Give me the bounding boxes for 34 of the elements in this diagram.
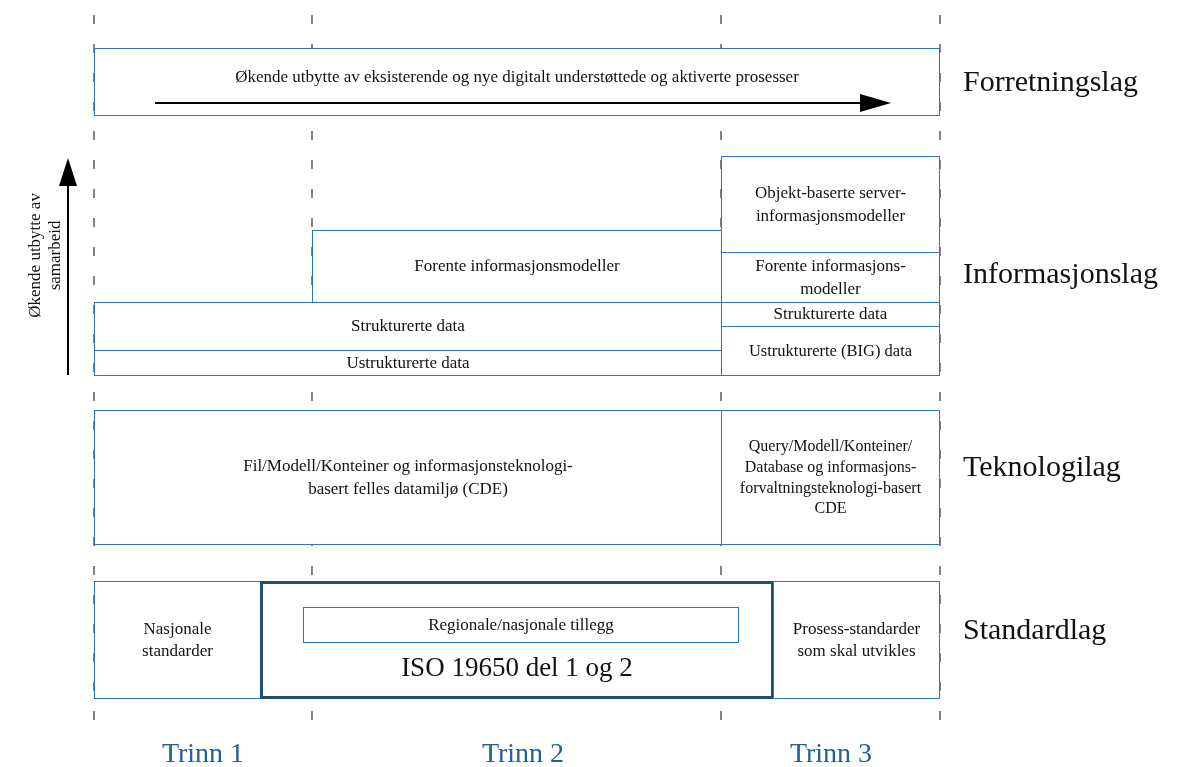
step-label: Trinn 3 <box>789 737 873 767</box>
layer-box <box>94 410 722 545</box>
layer-box <box>94 581 261 699</box>
layer-box <box>94 48 940 116</box>
layer-box <box>721 156 940 253</box>
box-label: Query/Modell/Konteiner/ Database og informasjons-forvaltningsteknologi-basert CDE <box>738 435 923 519</box>
step-label: Trinn 2 <box>481 737 565 767</box>
box-label: Prosess-standarder som skal utvikles <box>791 617 922 662</box>
standard-frame <box>260 581 774 699</box>
box-label: Ustrukturerte (BIG) data <box>748 340 913 362</box>
box-label: Regionale/nasjonale tillegg <box>428 613 614 636</box>
box-label: Forente informasjonsmodeller <box>414 255 620 278</box>
box-label: Strukturerte data <box>351 315 465 338</box>
layer-box <box>312 230 722 303</box>
axis-label: Økende utbytte av samarbeid <box>24 192 65 320</box>
box-label: Ustrukturerte data <box>346 351 470 374</box>
layer-box <box>94 302 722 351</box>
box-label: Fil/Modell/Konteiner og informasjonsteknologi-basert felles datamiljø (CDE) <box>242 455 574 500</box>
step-label: Trinn 1 <box>161 737 245 767</box>
box-label: Strukturerte data <box>773 303 888 326</box>
layer-box <box>773 581 940 699</box>
layer-label: Standardlag <box>963 612 1107 646</box>
layer-label: Teknologilag <box>963 449 1121 483</box>
box-label: Økende utbytte av eksisterende og nye digitalt understøttede og aktiverte prosesser <box>235 66 799 88</box>
layer-box <box>94 350 722 376</box>
layer-label: Forretningslag <box>963 64 1138 98</box>
box-label: Forente informasjons-modeller <box>754 255 907 300</box>
layer-box <box>721 410 940 545</box>
box-label: Nasjonale standarder <box>141 617 214 662</box>
box-label: Objekt-baserte server-informasjonsmodeller <box>753 182 908 227</box>
box-label: ISO 19650 del 1 og 2 <box>400 651 634 684</box>
layer-box <box>303 607 739 643</box>
layer-box <box>721 326 940 376</box>
layer-label: Informasjonslag <box>963 256 1158 290</box>
